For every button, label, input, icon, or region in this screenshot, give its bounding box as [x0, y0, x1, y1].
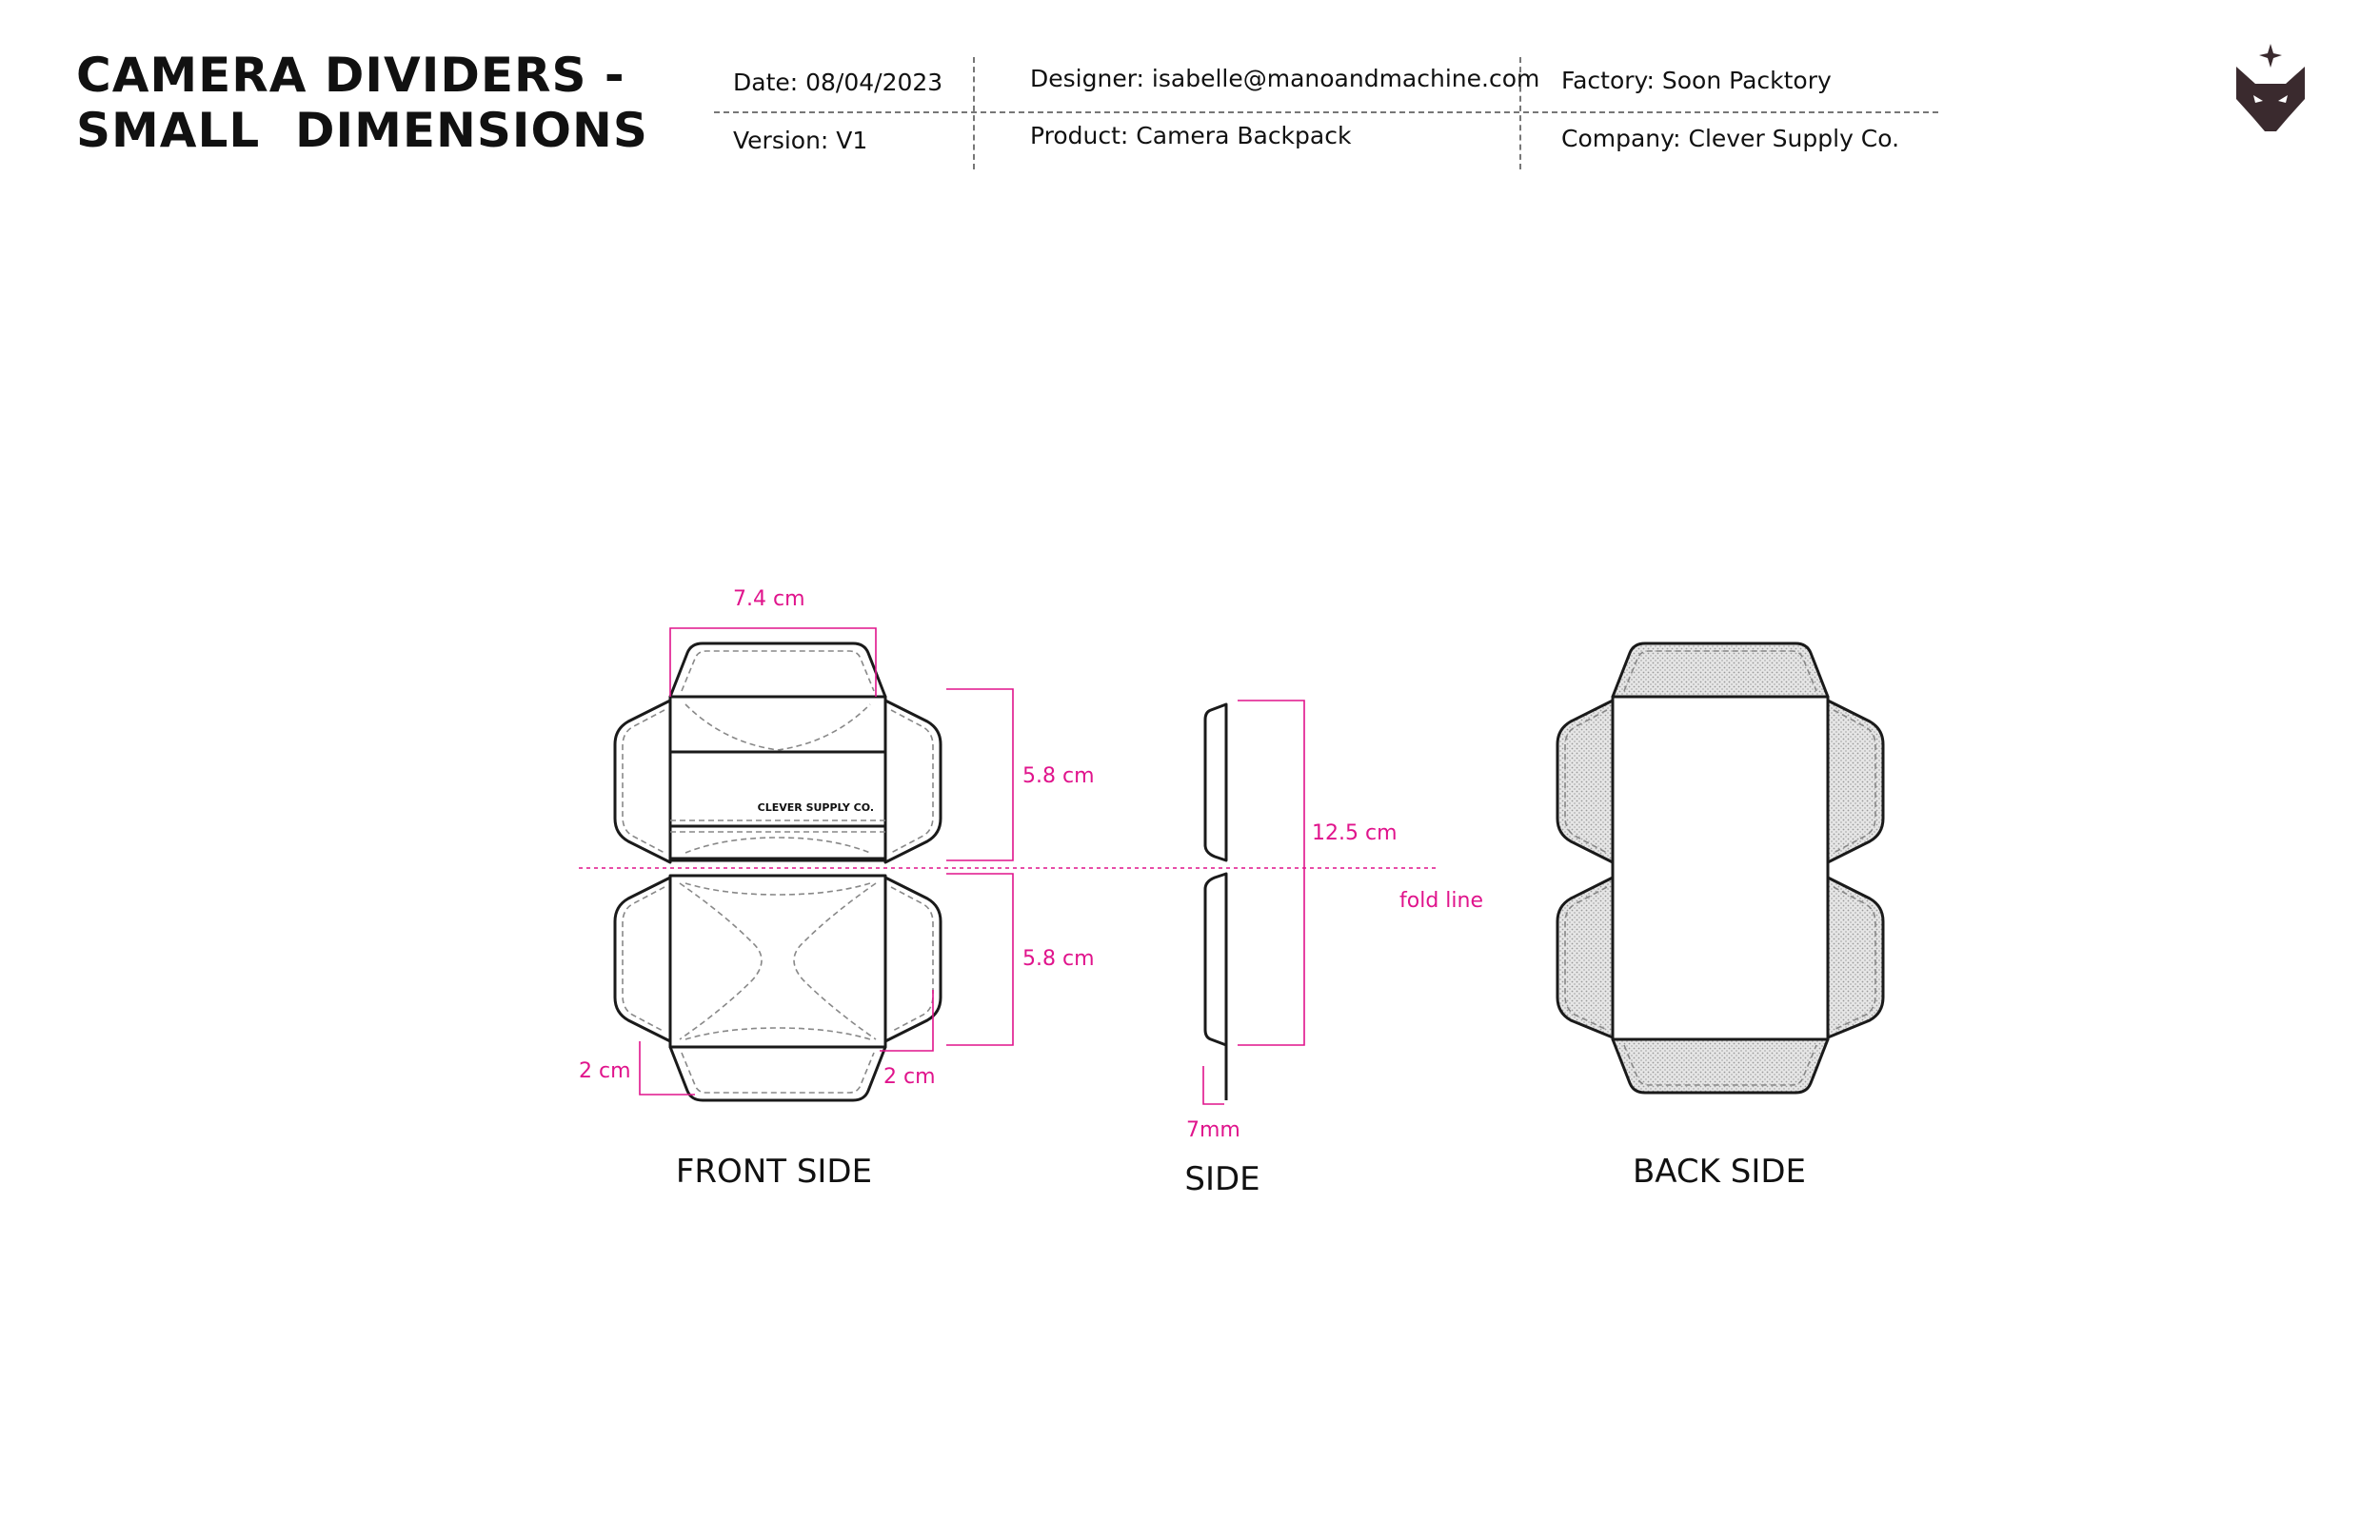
top-width-label: 7.4 cm [733, 587, 805, 611]
front-right-lower-wing [883, 876, 942, 1043]
lower-height-label: 5.8 cm [1022, 947, 1095, 971]
back-stitch-lines [1564, 650, 1876, 1086]
front-side-caption: FRONT SIDE [676, 1153, 872, 1191]
back-left-upper-wing [1556, 699, 1615, 864]
side-profile [1203, 702, 1228, 1100]
front-lower-divider-curves [679, 882, 763, 1040]
back-right-lower-wing [1826, 876, 1885, 1039]
front-top-flap-stitch [681, 650, 875, 692]
front-dimension-marks [639, 627, 1014, 1096]
back-center-panel [1611, 695, 1830, 1041]
total-height-label: 12.5 cm [1312, 821, 1398, 845]
back-bottom-flap [1611, 1037, 1830, 1095]
date-field: Date: 08/04/2023 [733, 69, 943, 96]
company-field: Company: Clever Supply Co. [1561, 125, 1900, 152]
front-side-dieline [613, 642, 942, 1102]
factory-field: Factory: Soon Packtory [1561, 67, 1832, 94]
thickness-label: 7mm [1186, 1118, 1240, 1142]
back-side-dieline [1556, 642, 1885, 1095]
designer-field: Designer: isabelle@manoandmachine.com [1030, 65, 1540, 92]
header-divider-vertical-2 [1519, 57, 1521, 169]
back-side-caption: BACK SIDE [1633, 1153, 1806, 1191]
front-top-flap [668, 642, 887, 699]
version-field: Version: V1 [733, 127, 868, 154]
side-caption: SIDE [1184, 1160, 1259, 1198]
fox-head-with-star-icon [2236, 44, 2305, 131]
page-title: CAMERA DIVIDERS - SMALL DIMENSIONS [76, 48, 648, 158]
back-right-upper-wing [1826, 699, 1885, 864]
side-dimension-marks [1202, 700, 1305, 1105]
brand-label: CLEVER SUPPLY CO. [758, 801, 874, 814]
fold-line-label: fold line [1399, 889, 1483, 913]
front-upper-panel [668, 695, 887, 862]
front-left-upper-wing [613, 699, 672, 864]
product-field: Product: Camera Backpack [1030, 122, 1352, 149]
page-title-line-1: CAMERA DIVIDERS - [76, 48, 625, 103]
front-right-upper-wing [883, 699, 942, 864]
header-divider-vertical-1 [973, 57, 975, 169]
front-left-lower-wing [613, 876, 672, 1043]
front-bottom-flap-stitch [681, 1052, 875, 1094]
flap-left-label: 2 cm [579, 1059, 631, 1083]
flap-right-label: 2 cm [883, 1065, 936, 1089]
upper-height-label: 5.8 cm [1022, 764, 1095, 788]
front-lower-panel [668, 874, 887, 1049]
back-left-lower-wing [1556, 876, 1615, 1039]
back-top-flap [1611, 642, 1830, 699]
page-title-line-2: SMALL DIMENSIONS [76, 103, 648, 158]
header-divider-horizontal [714, 111, 1938, 113]
